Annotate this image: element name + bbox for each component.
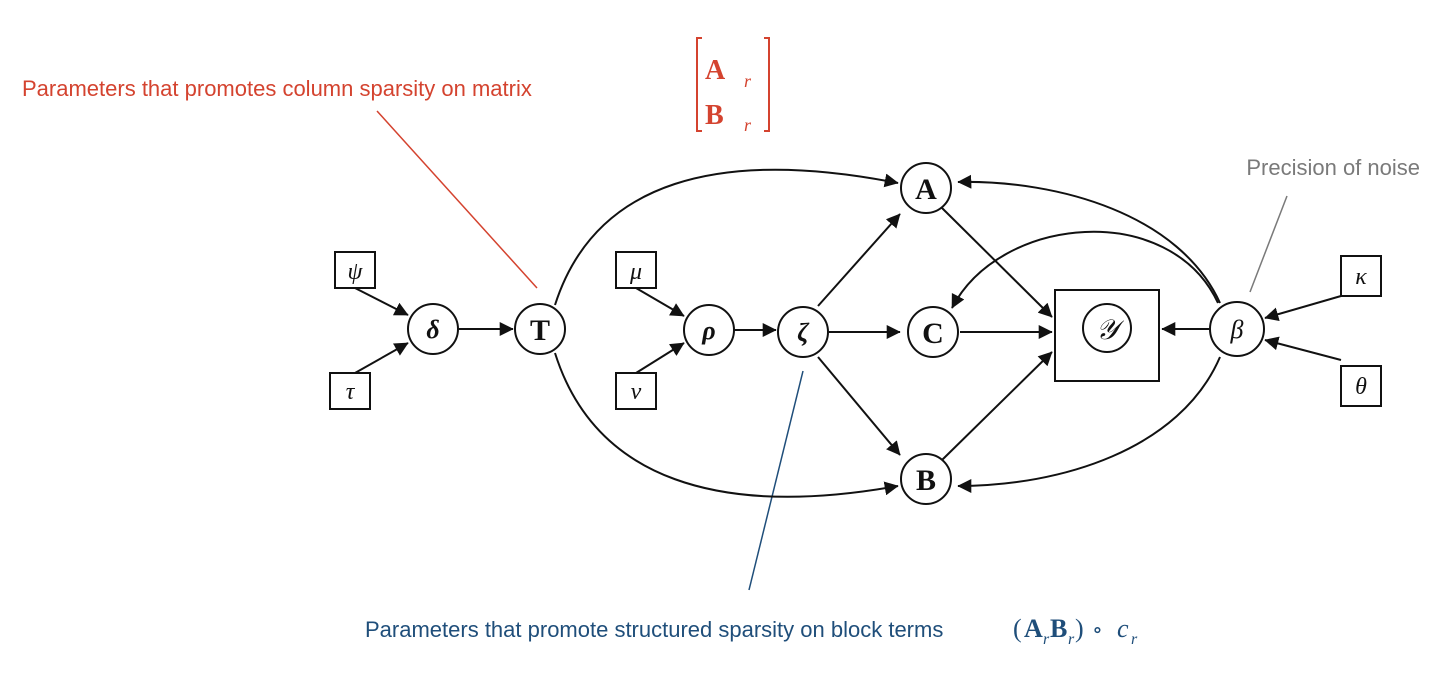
structured-sparsity-annotation: Parameters that promote structured spars… xyxy=(365,370,1138,648)
node-mu-box xyxy=(615,251,657,289)
edge-beta-C xyxy=(951,230,1219,309)
edge-T-B xyxy=(554,352,899,498)
node-B-label: B xyxy=(916,464,936,497)
node-delta-label: δ xyxy=(426,315,439,344)
matrix-top-letter: A xyxy=(705,55,726,86)
node-psi-label: ψ xyxy=(348,259,364,285)
node-nu-box xyxy=(615,372,657,410)
column-sparsity-leader-line xyxy=(376,110,538,289)
graph-edges xyxy=(354,168,1342,498)
node-theta-box xyxy=(1340,365,1382,407)
node-A-label: A xyxy=(915,173,937,206)
edge-zeta-A xyxy=(817,213,901,307)
node-B-circle xyxy=(900,453,952,505)
noise-precision-leader-line xyxy=(1249,195,1288,293)
node-A-circle xyxy=(900,162,952,214)
node-kappa-box xyxy=(1340,255,1382,297)
node-tau-label: τ xyxy=(346,379,356,405)
edge-T-A xyxy=(554,168,899,306)
edge-kappa-beta xyxy=(1264,295,1342,322)
matrix-bottom-subscript: r xyxy=(744,115,752,135)
block-term-close-paren: ) xyxy=(1075,614,1084,643)
block-term-A: A xyxy=(1024,614,1043,643)
block-term-open-paren: ( xyxy=(1013,614,1022,643)
edge-mu-rho xyxy=(635,287,685,317)
node-mu-label: μ xyxy=(629,259,642,285)
node-nu-label: ν xyxy=(631,379,642,405)
structured-sparsity-label: Parameters that promote structured spars… xyxy=(365,617,943,642)
block-term-B-subscript: r xyxy=(1068,631,1075,648)
edge-theta-beta xyxy=(1264,336,1342,361)
node-rho-label: ρ xyxy=(701,316,715,345)
edge-B-Y xyxy=(941,351,1053,461)
node-rho-circle xyxy=(683,304,735,356)
edge-psi-delta xyxy=(354,287,409,316)
matrix-left-bracket xyxy=(696,37,702,132)
edge-tau-delta xyxy=(354,342,409,374)
block-term-composition-op: ∘ xyxy=(1092,617,1103,642)
node-psi-box xyxy=(334,251,376,289)
node-T-label: T xyxy=(530,314,550,347)
node-labels: ψ τ δ T μ ν ρ ζ A C B 𝒴 β κ θ xyxy=(346,173,1368,497)
node-beta-circle xyxy=(1209,301,1265,357)
node-delta-circle xyxy=(407,303,459,355)
edge-zeta-B xyxy=(817,356,901,456)
block-term-c: c xyxy=(1117,614,1129,643)
node-zeta-label: ζ xyxy=(797,318,810,347)
column-sparsity-annotation: Parameters that promotes column sparsity… xyxy=(22,37,770,289)
edge-nu-rho xyxy=(635,342,685,374)
node-C-circle xyxy=(907,306,959,358)
matrix-bottom-letter: B xyxy=(705,100,724,131)
edge-beta-A xyxy=(957,174,1221,304)
node-kappa-label: κ xyxy=(1355,264,1367,290)
matrix-top-subscript: r xyxy=(744,71,752,91)
structured-sparsity-leader-line xyxy=(748,370,804,591)
matrix-right-bracket xyxy=(764,37,770,132)
node-C-label: C xyxy=(922,317,944,350)
column-sparsity-label: Parameters that promotes column sparsity… xyxy=(22,76,532,101)
node-T-circle xyxy=(514,303,566,355)
edge-beta-B xyxy=(957,356,1221,493)
block-term-A-subscript: r xyxy=(1043,631,1050,648)
node-beta-label: β xyxy=(1230,315,1244,344)
block-term-c-subscript: r xyxy=(1131,631,1138,648)
edge-A-Y xyxy=(941,207,1053,318)
node-zeta-circle xyxy=(777,306,829,358)
node-Y-circle xyxy=(1082,303,1132,353)
node-theta-label: θ xyxy=(1355,374,1367,400)
block-term-B: B xyxy=(1050,614,1067,643)
noise-precision-annotation: Precision of noise xyxy=(1246,155,1420,293)
node-tau-box xyxy=(329,372,371,410)
graph-nodes xyxy=(329,162,1382,505)
noise-precision-label: Precision of noise xyxy=(1246,155,1420,180)
